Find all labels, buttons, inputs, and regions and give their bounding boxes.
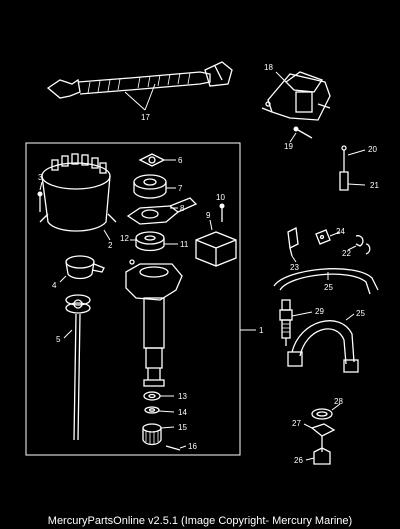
- callout-18: 18: [264, 63, 273, 72]
- callout-29: 29: [315, 307, 324, 316]
- distributor-housing: [125, 259, 183, 387]
- callout-3: 3: [38, 173, 43, 182]
- callout-20: 20: [368, 145, 377, 154]
- part-17-wire-harness: [46, 61, 233, 111]
- part-13-washer: [143, 391, 174, 401]
- part-14-washer: [144, 406, 175, 414]
- callout-14: 14: [178, 408, 187, 417]
- part-25-plug-boot-lower: [287, 313, 359, 373]
- callout-15: 15: [178, 423, 187, 432]
- callout-16: 16: [188, 442, 197, 451]
- part-19-bolt: [289, 126, 313, 143]
- part-2-distributor-cap: [39, 153, 117, 241]
- part-3-screw: [37, 181, 43, 212]
- copyright-footer: MercuryPartsOnline v2.5.1 (Image Copyrig…: [47, 515, 353, 527]
- callout-21: 21: [370, 181, 379, 190]
- part-29-spark-plug: [279, 299, 313, 346]
- callout-11: 11: [180, 240, 189, 249]
- callout-17: 17: [141, 113, 150, 122]
- part-7-pole-piece: [133, 174, 176, 199]
- callout-12: 12: [120, 234, 129, 243]
- part-8-pickup-plate: [126, 197, 198, 225]
- callout-23: 23: [290, 263, 299, 272]
- part-25-plug-boot-upper: [273, 268, 379, 295]
- part-15-drive-gear: [142, 423, 175, 446]
- callout-26: 26: [294, 456, 303, 465]
- part-26-27-28-terminal: [303, 403, 341, 465]
- callout-7: 7: [178, 184, 183, 193]
- part-6-gasket: [138, 153, 176, 167]
- callout-4: 4: [52, 281, 57, 290]
- part-16-roll-pin: [165, 445, 187, 451]
- part-20-21-bracket: [339, 145, 366, 191]
- part-22-23-24-clips: [287, 227, 371, 263]
- callout-2: 2: [108, 241, 113, 250]
- callout-1: 1: [259, 326, 264, 335]
- callout-5: 5: [56, 335, 61, 344]
- callout-25b: 25: [356, 309, 365, 318]
- callout-10: 10: [216, 193, 225, 202]
- callout-6: 6: [178, 156, 183, 165]
- part-11-12-retainer: [130, 231, 178, 252]
- callout-8: 8: [180, 204, 185, 213]
- part-18-ignition-coil: [261, 71, 331, 121]
- callout-19: 19: [284, 142, 293, 151]
- part-5-shaft: [63, 294, 91, 441]
- part-10-screw: [219, 203, 225, 222]
- callout-22: 22: [342, 249, 351, 258]
- callout-24: 24: [336, 227, 345, 236]
- callout-27: 27: [292, 419, 301, 428]
- callout-25a: 25: [324, 283, 333, 292]
- callout-13: 13: [178, 392, 187, 401]
- part-4-rotor: [59, 255, 105, 283]
- callout-9: 9: [206, 211, 211, 220]
- part-9-ignition-module: [195, 219, 237, 267]
- distributor-assembly-box: [25, 142, 241, 456]
- callout-28: 28: [334, 397, 343, 406]
